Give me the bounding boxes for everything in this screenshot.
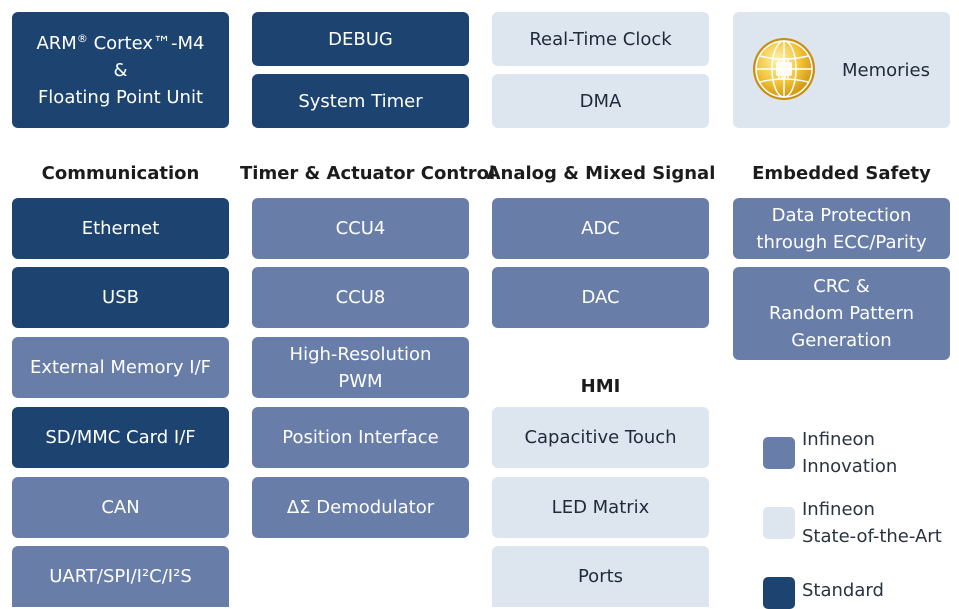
ccu4-block: CCU4 [252, 198, 469, 259]
legend-innovation-line2: Innovation [802, 456, 898, 477]
crc-line1: CRC & [813, 276, 870, 297]
data-protection-line2: through ECC/Parity [756, 231, 927, 253]
legend-swatch-standard [763, 577, 795, 609]
memories-label: Memories [841, 59, 930, 81]
globe-icon [753, 38, 815, 100]
core-line1: ARM® Cortex™-M4 [36, 31, 205, 54]
core-line2: & [113, 59, 128, 81]
legend-swatch-sota [763, 507, 795, 539]
legend-sota: Infineon State-of-the-Art [802, 496, 942, 550]
header-communication: Communication [41, 163, 200, 184]
crc-line3: Generation [791, 330, 892, 351]
legend-innovation-line1: Infineon [802, 429, 875, 450]
header-analog: Analog & Mixed Signal [486, 163, 716, 184]
adc-block: ADC [492, 198, 709, 259]
capacitive-touch-block: Capacitive Touch [492, 407, 709, 468]
legend-sota-line2: State-of-the-Art [802, 526, 942, 547]
ethernet-block: Ethernet [12, 198, 229, 259]
legend-sota-line1: Infineon [802, 499, 875, 520]
crc-line2: Random Pattern [768, 303, 914, 324]
hrpwm-line1: High-Resolution [289, 343, 432, 365]
debug-block: DEBUG [252, 12, 469, 66]
legend-standard: Standard [802, 580, 884, 601]
system-timer-block: System Timer [252, 74, 469, 128]
sdmmc-block: SD/MMC Card I/F [12, 407, 229, 468]
led-matrix-block: LED Matrix [492, 477, 709, 538]
external-memory-block: External Memory I/F [12, 337, 229, 398]
can-block: CAN [12, 477, 229, 538]
core-line3: Floating Point Unit [37, 86, 204, 108]
delta-sigma-block: ΔΣ Demodulator [252, 477, 469, 538]
header-hmi: HMI [580, 376, 621, 397]
hrpwm-block: High-Resolution PWM [252, 337, 469, 398]
data-protection-line1: Data Protection [771, 204, 912, 226]
core-block: ARM® Cortex™-M4 & Floating Point Unit [12, 12, 229, 128]
ccu8-block: CCU8 [252, 267, 469, 328]
dma-block: DMA [492, 74, 709, 128]
dac-block: DAC [492, 267, 709, 328]
uart-block: UART/SPI/I²C/I²S [12, 546, 229, 607]
rtc-block: Real-Time Clock [492, 12, 709, 66]
hrpwm-line2: PWM [338, 370, 383, 392]
legend-swatch-innovation [763, 437, 795, 469]
position-interface-block: Position Interface [252, 407, 469, 468]
data-protection-block: Data Protection through ECC/Parity [733, 198, 950, 259]
header-timer: Timer & Actuator Control [240, 163, 496, 184]
header-safety: Embedded Safety [752, 163, 931, 184]
legend-innovation: Infineon Innovation [802, 426, 897, 480]
crc-block: CRC & Random Pattern Generation [733, 267, 950, 360]
usb-block: USB [12, 267, 229, 328]
ports-block: Ports [492, 546, 709, 607]
